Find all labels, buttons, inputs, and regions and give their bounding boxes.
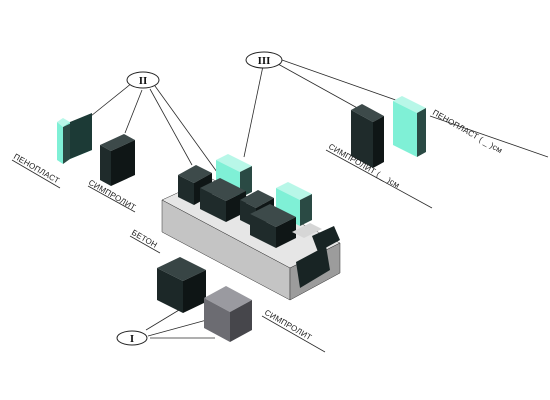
leader-II-block-b [154,85,218,173]
leader-II-penoplast [85,82,133,121]
underline-penoplast-left [11,159,61,189]
label-simprolit-bottom: СИМПРОЛИТ [263,308,313,342]
leader-III-block [243,65,264,158]
label-penoplast-right: ПЕНОПЛАСТ ( _ )см [431,108,504,155]
leader-I-beton [145,306,185,331]
underline-simprolit-bottom [261,315,326,353]
leader-lines [11,59,549,353]
simprolit-slab-right [351,104,384,168]
marker-II-text: II [139,75,148,87]
underline-simprolit-right [325,149,433,209]
marker-III-text: III [258,55,271,67]
penoplast-slab-right [393,96,426,157]
wall-block-assembly [161,154,341,301]
leader-II-simprolit [124,89,143,134]
underline-simprolit-left [87,185,136,213]
underline-penoplast-right [429,115,549,158]
marker-I: I [116,330,148,346]
simprolit-block-bottom [204,286,252,342]
label-penoplast-left: ПЕНОПЛАСТ [12,152,61,186]
beton-block [157,257,206,313]
underline-beton [129,235,161,254]
penoplast-slab-left [57,113,92,164]
simprolit-block-left [100,134,135,186]
leader-III-penoplast [281,59,408,105]
marker-III: III [245,51,283,69]
marker-I-text: I [130,333,134,345]
leader-I-simprolit [147,317,215,337]
leader-III-simprolit [277,63,362,111]
marker-II: II [126,71,160,89]
leader-II-block-a [149,88,193,166]
